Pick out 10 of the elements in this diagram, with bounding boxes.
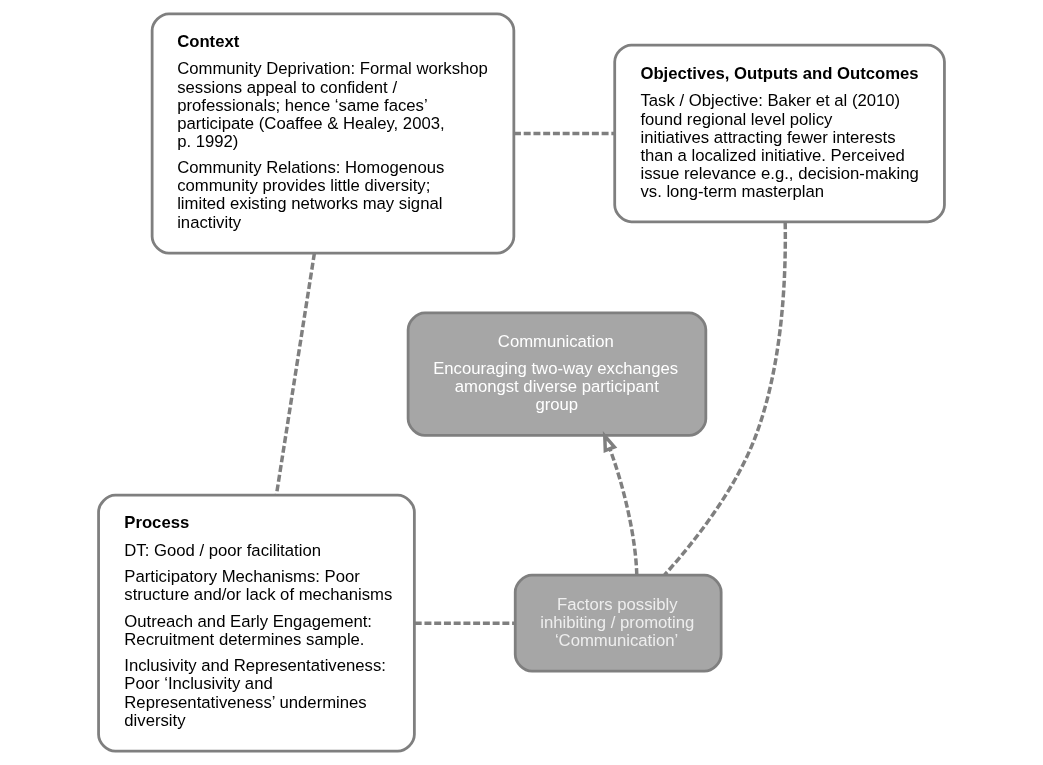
node-box: Factors possibly inhibiting / promoting ‘Communication’ (513, 573, 723, 673)
connector (513, 131, 615, 136)
connector (274, 253, 317, 496)
connector (414, 621, 515, 625)
node-box: Objectives, Outputs and Outcomes Task / Objective: Baker et al (2010) found regional level policy initiatives attracting fewer interests than a localized initiative. Perceived issue relevance e.g., decision-making vs. long-term masterplan (613, 43, 946, 224)
node-box: Context Community Deprivation: Formal workshop sessions appeal to confident / professionals; hence ‘same faces’ participate (Coaffee & Healey, 2003, p. 1992) Community Relations: Homogenous community provides little diversity; limited existing networks may signal inactivity (150, 12, 516, 255)
connector (663, 222, 788, 577)
arrow (602, 430, 639, 575)
node-box: Process DT: Good / poor facilitation Participatory Mechanisms: Poor structure and/or lack of mechanisms Outreach and Early Engagement: Recruitment determines sample. Inclusivity and Representativeness: Poor ‘Inclusivity and Representativeness’ undermines diversity (97, 493, 416, 753)
node-box: Communication Encouraging two-way exchanges amongst diverse participant group (406, 311, 708, 437)
